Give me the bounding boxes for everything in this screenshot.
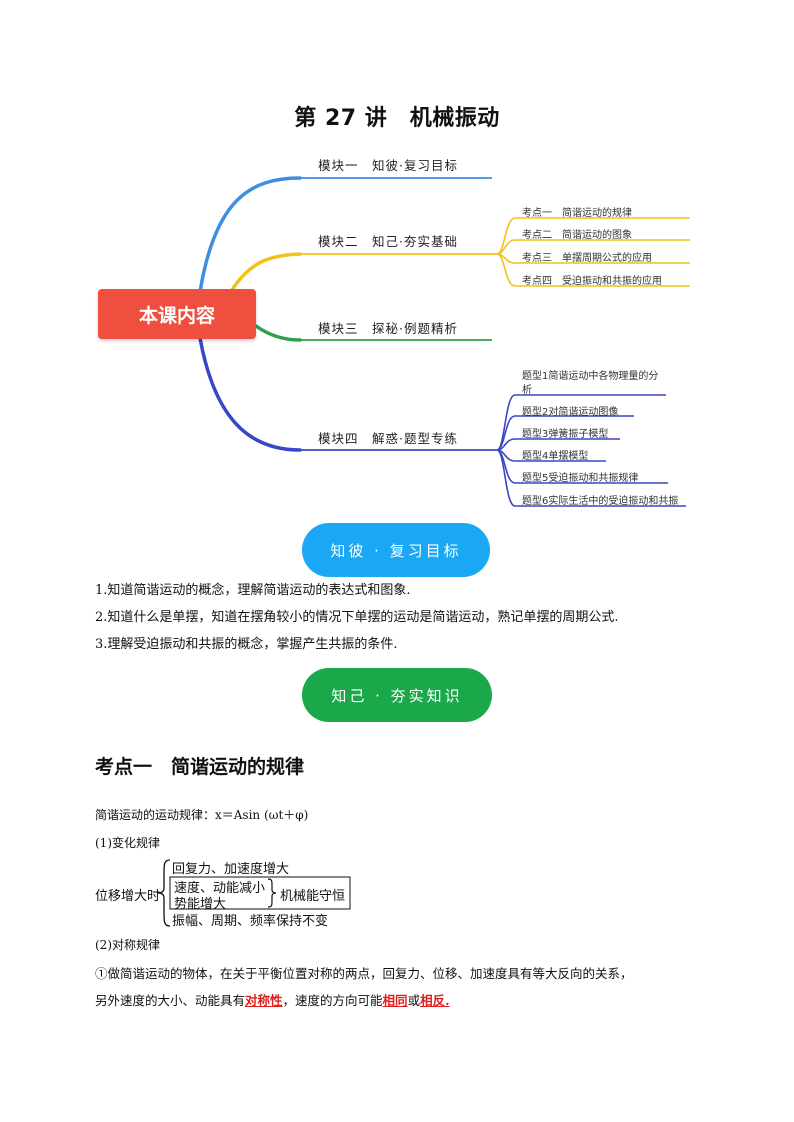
leaf-kaodian-3: 考点三 单摆周期公式的应用 <box>522 253 652 264</box>
leaf-tixing-1: 题型1简谐运动中各物理量的分 <box>522 371 659 382</box>
symmetry-paragraph-line-1: ①做简谐运动的物体，在关于平衡位置对称的两点，回复力、位移、加速度具有等大反向的… <box>95 966 633 981</box>
goal-3: 3.理解受迫振动和共振的概念，掌握产生共振的条件. <box>95 637 398 652</box>
leaf-tixing-4: 题型4单摆模型 <box>522 451 589 462</box>
symmetry-paragraph-line-2: 另外速度的大小、动能具有对称性，速度的方向可能相同或相反. <box>95 990 449 1009</box>
brace-line-4: 振幅、周期、频率保持不变 <box>172 914 329 929</box>
text-run: ，速度的方向可能 <box>282 993 383 1008</box>
branch-connector-3 <box>254 324 302 342</box>
brace-line-1: 回复力、加速度增大 <box>172 862 290 877</box>
leaf-kaodian-2: 考点二 简谐运动的图象 <box>522 230 632 241</box>
branch-connector-2 <box>230 252 302 292</box>
brace-lead: 位移增大时 <box>95 889 161 904</box>
motion-law: 简谐运动的运动规律：x＝Asin (ωt＋φ) <box>95 808 309 822</box>
leaf-tixing-3: 题型3弹簧振子模型 <box>522 429 609 440</box>
banner-review-goals: 知彼 · 复习目标 <box>302 523 490 577</box>
brace-line-2: 速度、动能减小 <box>174 881 266 896</box>
highlight-same: 相同 <box>382 993 408 1008</box>
brace-side: 机械能守恒 <box>280 889 346 904</box>
brace-diagram <box>158 859 351 927</box>
branch-label-2: 模块二 知己·夯实基础 <box>318 234 458 249</box>
leaf-tixing-6: 题型6实际生活中的受迫振动和共振 <box>522 496 679 507</box>
mind-map <box>198 176 690 507</box>
branch-label-3: 模块三 探秘·例题精析 <box>318 321 458 336</box>
highlight-symmetry: 对称性 <box>245 993 283 1008</box>
text-run: 或 <box>407 993 421 1008</box>
leaf-tixing-1-cont: 析 <box>522 385 532 396</box>
banner-solid-knowledge: 知己 · 夯实知识 <box>302 668 492 722</box>
leaf-tixing-2: 题型2对简谐运动图像 <box>522 407 619 418</box>
branch-connector-1 <box>198 176 302 294</box>
subheading-change-law: (1)变化规律 <box>95 836 160 850</box>
leaf-kaodian-4: 考点四 受迫振动和共振的应用 <box>522 276 662 287</box>
left-brace <box>158 859 171 927</box>
inner-box <box>169 876 351 910</box>
goal-2: 2.知道什么是单摆，知道在摆角较小的情况下单摆的运动是简谐运动，熟记单摆的周期公… <box>95 610 619 625</box>
goal-1: 1.知道简谐运动的概念，理解简谐运动的表达式和图象. <box>95 583 411 598</box>
leaf-kaodian-1: 考点一 简谐运动的规律 <box>522 208 632 219</box>
text-run: 另外速度的大小、动能具有 <box>95 993 246 1008</box>
mind-map-center-node: 本课内容 <box>98 289 256 339</box>
highlight-opposite: 相反. <box>420 993 450 1008</box>
branch-label-1: 模块一 知彼·复习目标 <box>318 158 458 173</box>
branch-connector-4 <box>198 336 302 452</box>
branch-4-leaves <box>496 394 686 507</box>
brace-line-3: 势能增大 <box>174 897 227 912</box>
leaf-tixing-5: 题型5受迫振动和共振规律 <box>522 473 639 484</box>
branch-2-leaves <box>496 217 690 287</box>
page-title: 第 27 讲 机械振动 <box>294 106 500 131</box>
right-brace <box>267 878 277 908</box>
section-heading: 考点一 简谐运动的规律 <box>95 756 305 778</box>
branch-label-4: 模块四 解惑·题型专练 <box>318 431 458 446</box>
subheading-symmetry-law: (2)对称规律 <box>95 938 160 952</box>
